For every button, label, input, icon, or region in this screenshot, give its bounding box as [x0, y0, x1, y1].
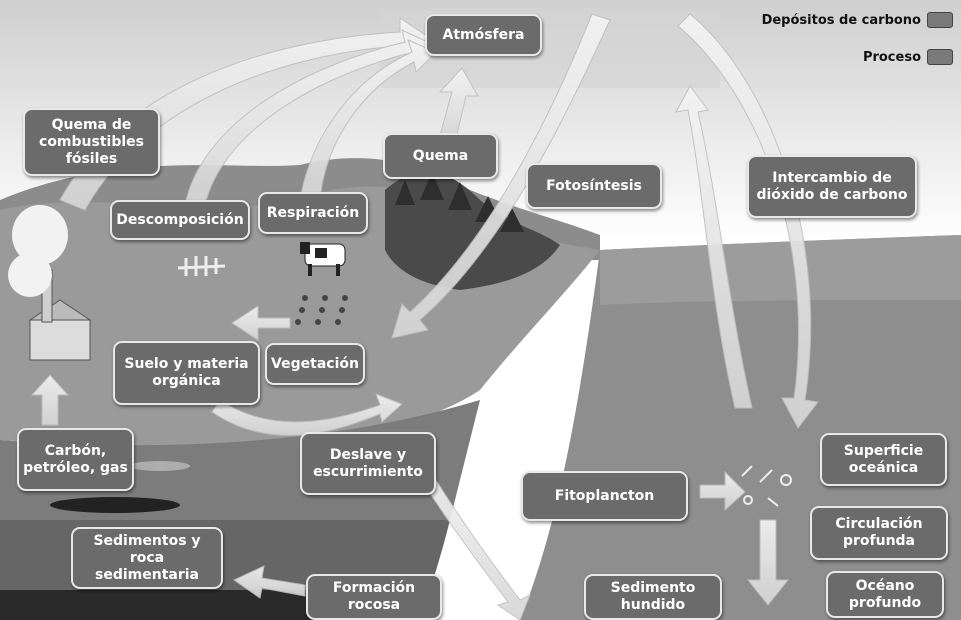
arrow-sediment-flow: [417, 469, 531, 620]
arrow-vegetation-to-soil: [231, 305, 291, 341]
label-deep-ocean: Océano profundo: [826, 571, 944, 618]
label-deep-circulation: Circulación profunda: [810, 506, 948, 560]
label-burning: Quema: [383, 133, 498, 179]
label-photosynthesis: Fotosíntesis: [526, 163, 662, 209]
label-fossil-burning: Quema de combustibles fósiles: [23, 108, 160, 176]
arrow-burning-to-atmosphere: [438, 67, 479, 139]
label-sediments: Sedimentos y roca sedimentaria: [71, 527, 223, 589]
legend-process: Proceso: [863, 49, 953, 65]
oil-deposit: [50, 497, 180, 513]
arrow-exchange-up: [675, 85, 753, 409]
label-coal-oil-gas: Carbón, petróleo, gas: [17, 428, 134, 491]
label-phytoplankton: Fitoplancton: [521, 471, 688, 521]
label-soil-organic: Suelo y materia orgánica: [113, 341, 260, 405]
label-sunk-sediment: Sedimento hundido: [584, 574, 722, 620]
forest: [385, 171, 560, 290]
arrow-to-sunk-sediment: [746, 519, 790, 606]
coal-deposit: [130, 461, 190, 471]
legend-reservoirs: Depósitos de carbono: [762, 12, 953, 28]
phytoplankton-glyphs: [741, 465, 792, 507]
label-respiration: Respiración: [258, 192, 368, 234]
decomposing-skeleton: [177, 256, 226, 276]
label-rock-formation: Formación rocosa: [306, 574, 442, 620]
crop-field: [295, 295, 348, 325]
label-atmosphere: Atmósfera: [425, 14, 542, 56]
arrow-photosynthesis: [391, 13, 611, 339]
arrow-coal-to-factory: [30, 374, 70, 426]
ocean-surface: [600, 235, 961, 305]
legend-reservoirs-label: Depósitos de carbono: [761, 12, 921, 28]
arrow-rock-to-sediments: [232, 565, 306, 599]
arrow-exchange-down: [677, 13, 819, 429]
legend-process-label: Proceso: [862, 49, 921, 65]
label-vegetation: Vegetación: [265, 343, 365, 385]
arrow-phytoplankton: [699, 470, 746, 512]
cow: [300, 242, 346, 276]
label-runoff: Deslave y escurrimiento: [300, 432, 436, 495]
label-decomposition: Descomposición: [110, 200, 250, 240]
label-ocean-surface: Superficie oceánica: [820, 433, 947, 486]
process-arrows: [30, 13, 819, 620]
legend-reservoirs-swatch: [927, 12, 953, 28]
arrow-runoff: [211, 393, 403, 436]
factory: [8, 205, 92, 361]
legend-process-swatch: [927, 49, 953, 65]
label-co2-exchange: Intercambio de dióxido de carbono: [747, 155, 917, 218]
